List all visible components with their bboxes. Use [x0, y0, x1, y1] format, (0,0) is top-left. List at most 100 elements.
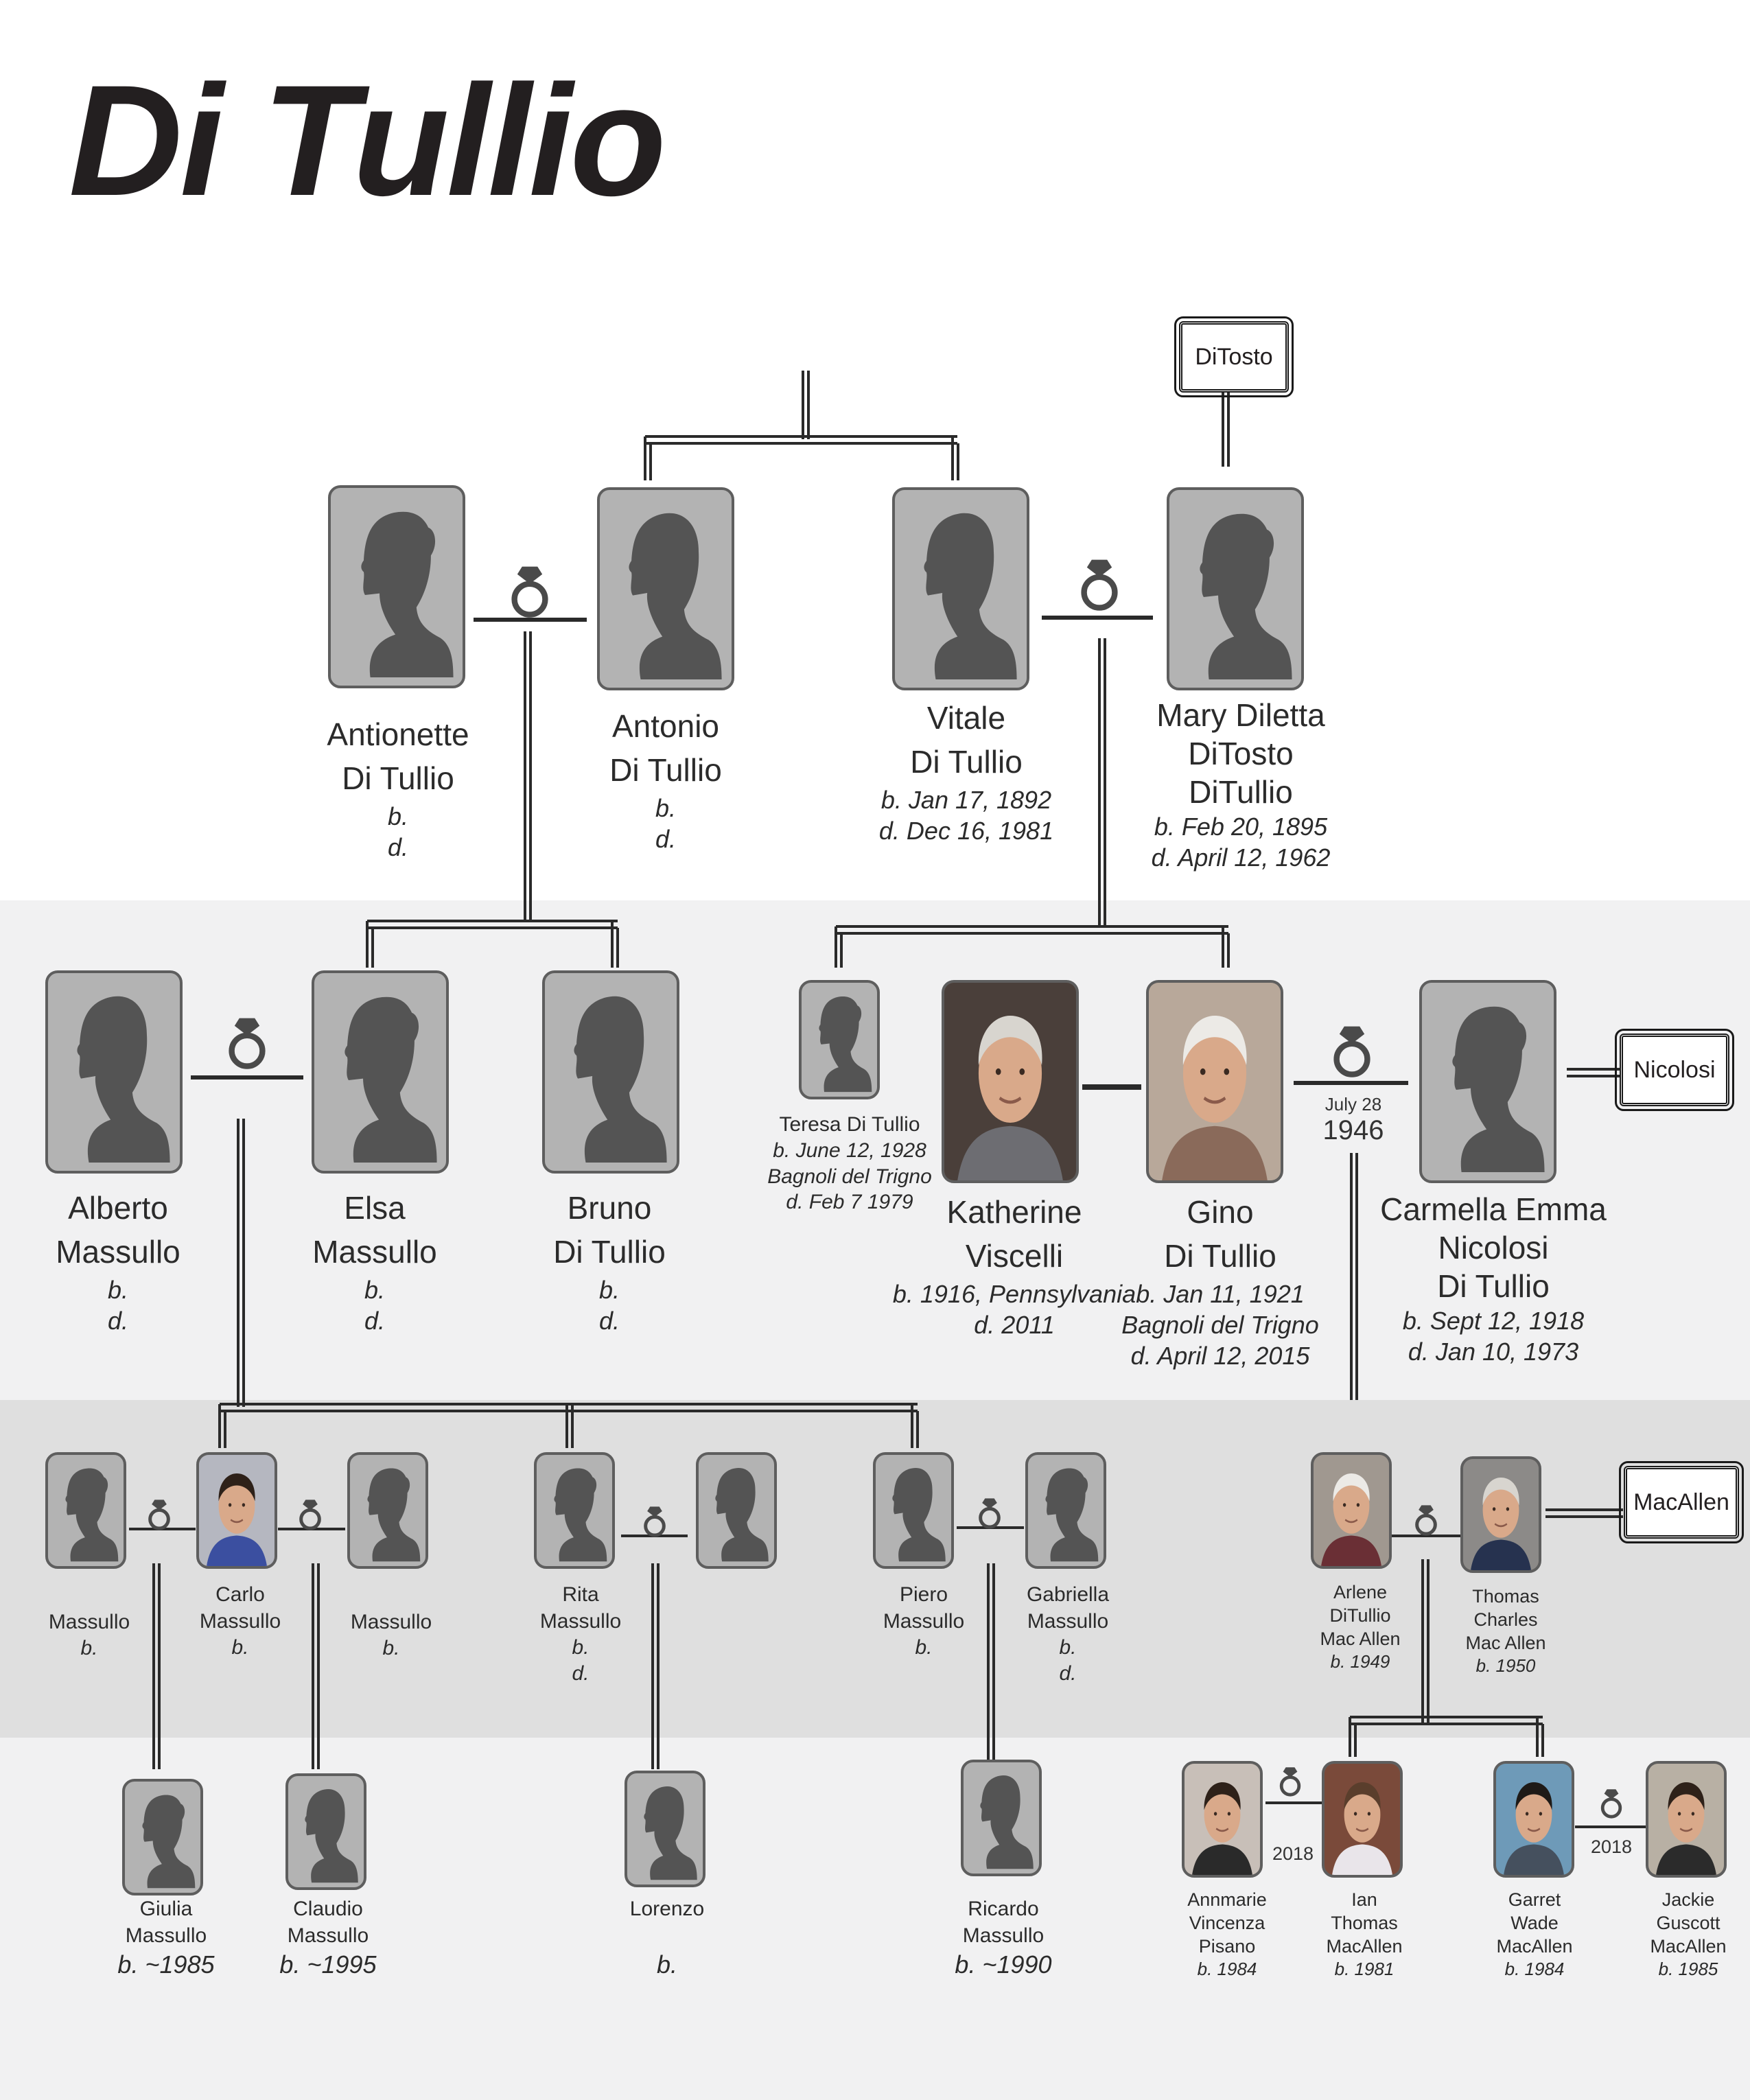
- first-name: Bruno: [567, 1190, 652, 1226]
- card-antonio: [597, 487, 734, 690]
- person-vitale: Vitale Di Tullio b. Jan 17, 1892 d. Dec …: [879, 696, 1053, 846]
- blank-line: [630, 1922, 704, 1949]
- person-bruno: Bruno Di Tullio b. d.: [553, 1186, 666, 1336]
- card-gino: [1146, 980, 1283, 1183]
- card-garret: [1493, 1761, 1574, 1878]
- born: b.: [387, 802, 409, 830]
- first-name: Alberto: [68, 1190, 168, 1226]
- last-name: Massullo: [350, 1611, 432, 1633]
- wedding-ring-icon: [145, 1497, 174, 1535]
- last-name: Mac Allen: [1320, 1628, 1401, 1649]
- last-name: MacAllen: [1326, 1935, 1403, 1957]
- died: d. 2011: [974, 1310, 1055, 1339]
- born: b.: [231, 1636, 249, 1659]
- last-name: Massullo: [1027, 1610, 1109, 1633]
- first-name: Ricardo: [968, 1898, 1039, 1920]
- card-mary: [1167, 487, 1304, 690]
- card-elsa: [312, 970, 449, 1174]
- last-name: Mac Allen: [1465, 1632, 1546, 1653]
- card-vitale: [892, 487, 1029, 690]
- portrait-photo: [1463, 1459, 1539, 1570]
- person-mary: Mary Diletta DiTosto DiTullio b. Feb 20,…: [1152, 696, 1331, 873]
- marriage-date-gino-carmella: July 28 1946: [1323, 1094, 1384, 1146]
- born: b.: [364, 1275, 386, 1304]
- first-name: Jackie: [1661, 1889, 1715, 1910]
- birthplace: Bagnoli del Trigno: [767, 1165, 932, 1188]
- born: b.: [915, 1636, 933, 1659]
- middle-name: Charles: [1473, 1609, 1538, 1630]
- card-massullo-b: [347, 1452, 428, 1569]
- first-name: Gabriella: [1026, 1583, 1110, 1606]
- born: b.: [107, 1275, 129, 1304]
- first-name: Claudio: [293, 1898, 363, 1920]
- person-antoinette: Antionette Di Tullio b. d.: [327, 712, 469, 863]
- last-name: Massullo: [287, 1924, 369, 1947]
- last-name: Massullo: [883, 1610, 965, 1633]
- last-name: MacAllen: [1650, 1935, 1727, 1957]
- born: b. Jan 11, 1921: [1136, 1279, 1305, 1308]
- person-piero: Piero Massullo b.: [883, 1581, 964, 1661]
- first-name: Elsa: [344, 1190, 406, 1226]
- silhouette-icon: [345, 996, 437, 1163]
- born: b.: [1059, 1636, 1077, 1659]
- died: d. Jan 10, 1973: [1408, 1338, 1579, 1366]
- card-katherine: [942, 980, 1079, 1183]
- last-name: Di Tullio: [910, 744, 1023, 780]
- died: d.: [598, 1306, 620, 1335]
- person-rita: Rita Massullo b. d.: [540, 1581, 621, 1686]
- person-garret: Garret Wade MacAllen b. 1984: [1496, 1889, 1572, 1981]
- last-name: Di Tullio: [1437, 1268, 1550, 1305]
- first-name: Thomas: [1472, 1586, 1539, 1607]
- last-name: Massullo: [199, 1610, 281, 1633]
- portrait-photo: [1185, 1764, 1260, 1875]
- died: d. April 12, 2015: [1130, 1341, 1310, 1370]
- first-name: Antionette: [327, 716, 469, 752]
- died: d. Dec 16, 1981: [878, 816, 1054, 845]
- person-katherine: Katherine Viscelli b. 1916, Pennsylvania…: [893, 1190, 1136, 1340]
- born: b. June 12, 1928: [773, 1139, 926, 1163]
- silhouette-icon: [1045, 1468, 1099, 1562]
- portrait-photo: [199, 1455, 275, 1566]
- born: b.: [80, 1637, 98, 1659]
- silhouette-icon: [361, 511, 454, 677]
- surname-tag-macallen: MacAllen: [1619, 1461, 1744, 1543]
- last-name: Di Tullio: [609, 752, 722, 789]
- first-name: Gino: [1187, 1194, 1254, 1230]
- card-carlo: [196, 1452, 277, 1569]
- page-title: Di Tullio: [69, 52, 666, 229]
- silhouette-icon: [629, 513, 722, 679]
- card-teresa: [799, 980, 880, 1099]
- born: b. ~1990: [955, 1950, 1052, 1979]
- silhouette-icon: [819, 996, 872, 1093]
- person-lorenzo: Lorenzo b.: [630, 1895, 704, 1980]
- first-name: Carlo: [215, 1583, 265, 1606]
- last-name: Massullo: [125, 1924, 207, 1947]
- last-name: Massullo: [962, 1924, 1045, 1947]
- last-name: Massullo: [48, 1611, 130, 1633]
- wedding-ring-icon: [1328, 1023, 1376, 1084]
- middle-name: Vincenza: [1189, 1912, 1265, 1933]
- first-name: Arlene: [1333, 1582, 1388, 1602]
- card-piero: [873, 1452, 954, 1569]
- portrait-photo: [1648, 1764, 1724, 1875]
- marriage-year-ian-annmarie: 2018: [1272, 1843, 1314, 1864]
- born: b. 1949: [1330, 1651, 1390, 1672]
- person-carmella: Carmella Emma Nicolosi Di Tullio b. Sept…: [1380, 1190, 1607, 1367]
- last-name: Di Tullio: [553, 1234, 666, 1270]
- card-arlene: [1311, 1452, 1392, 1569]
- silhouette-icon: [892, 1467, 946, 1562]
- card-massullo-a: [45, 1452, 126, 1569]
- born: b. 1950: [1475, 1655, 1536, 1677]
- person-thomas: Thomas Charles Mac Allen b. 1950: [1465, 1585, 1545, 1677]
- person-arlene: Arlene DiTullio Mac Allen b. 1949: [1320, 1581, 1400, 1673]
- first-name: Giulia: [139, 1898, 193, 1920]
- last-name: Massullo: [539, 1610, 622, 1633]
- born: b. 1984: [1504, 1959, 1565, 1980]
- card-lorenzo: [625, 1771, 705, 1887]
- person-annmarie: Annmarie Vincenza Pisano b. 1984: [1187, 1889, 1267, 1981]
- middle-name: Wade: [1510, 1912, 1559, 1933]
- person-elsa: Elsa Massullo b. d.: [312, 1186, 437, 1336]
- first-name: Vitale: [926, 700, 1006, 736]
- person-alberto: Alberto Massullo b. d.: [56, 1186, 180, 1336]
- marriage-year-garret-jackie: 2018: [1590, 1836, 1633, 1857]
